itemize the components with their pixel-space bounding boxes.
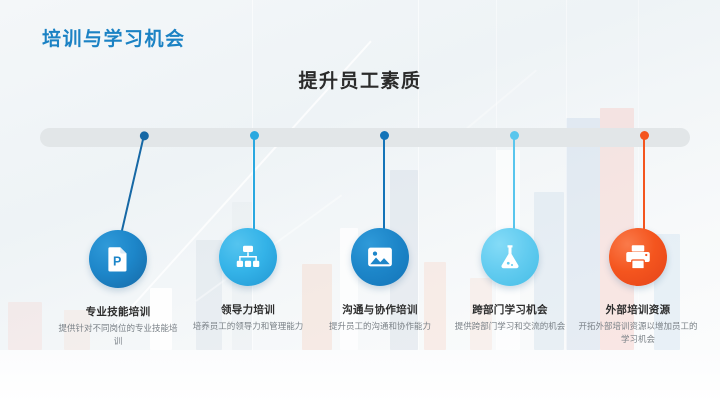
connector-dot — [249, 131, 259, 140]
connector-line — [383, 135, 385, 235]
connector-line — [643, 135, 645, 235]
flask-icon[interactable] — [481, 228, 539, 286]
bg-gridline — [638, 0, 639, 350]
feature-title: 专业技能培训 — [85, 306, 151, 318]
page-title: 培训与学习机会 — [42, 29, 186, 50]
connector-line — [120, 135, 145, 235]
feature-description: 提供跨部门学习和交流的机会 — [454, 321, 566, 331]
bg-gridline — [418, 0, 419, 350]
bg-gridline — [496, 0, 497, 350]
feature-title: 跨部门学习机会 — [472, 304, 548, 316]
connector-dot — [639, 131, 649, 140]
image-icon[interactable] — [351, 228, 409, 286]
bg-floor — [0, 350, 720, 404]
feature-description: 提供针对不同岗位的专业技能培训 — [58, 323, 178, 347]
connector-line — [253, 135, 255, 235]
bg-gridline — [566, 0, 567, 350]
document-p-icon[interactable]: P — [89, 230, 147, 288]
svg-text:P: P — [113, 254, 121, 268]
feature-description: 培养员工的领导力和管理能力 — [192, 321, 304, 331]
feature-title: 沟通与协作培训 — [342, 304, 418, 316]
timeline-rail — [40, 128, 690, 147]
feature-description: 开拓外部培训资源以增加员工的学习机会 — [578, 321, 698, 345]
bg-bar — [8, 302, 42, 350]
connector-line — [513, 135, 515, 235]
feature-description: 提升员工的沟通和协作能力 — [328, 321, 431, 331]
feature-title: 外部培训资源 — [605, 304, 671, 316]
printer-icon[interactable] — [609, 228, 667, 286]
feature-title: 领导力培训 — [221, 304, 275, 316]
connector-dot — [509, 131, 519, 140]
org-chart-icon[interactable] — [219, 228, 277, 286]
main-heading: 提升员工素质 — [298, 71, 422, 92]
connector-dot — [379, 131, 389, 140]
connector-stem-1 — [120, 130, 150, 235]
